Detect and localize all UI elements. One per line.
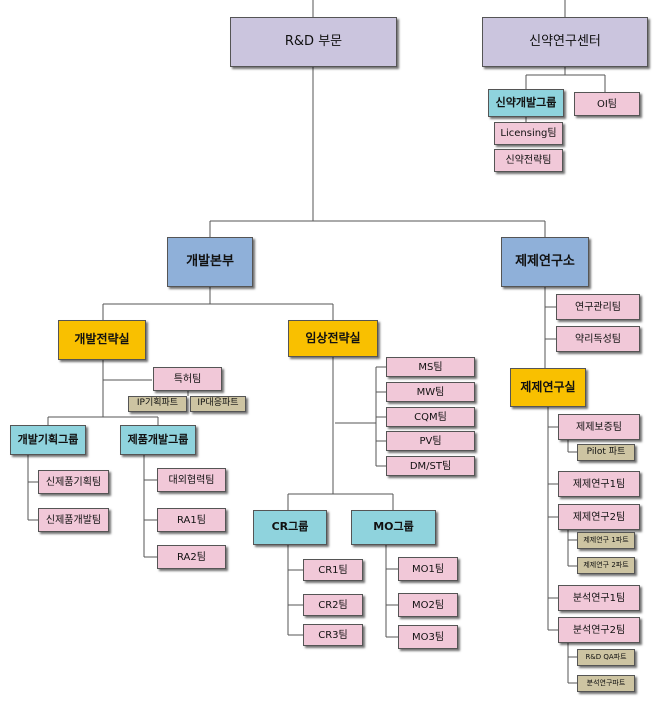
rnd-division-node: R&D 부문 [230,17,397,67]
new-product-dev-team-node: 신제품개발팀 [38,508,109,532]
pilot-part-node: Pilot 파트 [577,444,635,461]
analysis-research2-team-node: 분석연구2팀 [558,617,640,643]
mo-group-node: MO그룹 [351,510,436,545]
cqm-team-node: CQM팀 [386,407,475,427]
formulation-institute-node: 제제연구소 [501,237,589,287]
dev-planning-group-node: 개발기획그룹 [10,425,86,455]
rnd-qa-part-node: R&D QA파트 [577,649,635,666]
formulation-research2-team-node: 제제연구2팀 [558,504,640,530]
formulation-research-part1-node: 제제연구 1파트 [577,532,635,549]
dm-st-team-node: DM/ST팀 [386,456,475,476]
formulation-lab-node: 제제연구실 [510,368,586,407]
pharmacology-toxicology-team-node: 약리독성팀 [556,326,640,352]
ip-response-part-node: IP대응파트 [190,396,246,412]
new-product-planning-team-node: 신제품기획팀 [38,470,109,494]
mo2-team-node: MO2팀 [398,593,458,617]
cr3-team-node: CR3팀 [303,624,363,646]
drug-research-center-node: 신약연구센터 [482,17,648,67]
patent-team-node: 특허팀 [153,367,222,391]
mo3-team-node: MO3팀 [398,625,458,649]
drug-strategy-team-node: 신약전략팀 [494,149,563,172]
external-relations-team-node: 대외협력팀 [157,468,226,492]
cr1-team-node: CR1팀 [303,559,363,581]
mw-team-node: MW팀 [386,382,475,402]
ip-planning-part-node: IP기획파트 [128,396,187,412]
ra1-team-node: RA1팀 [157,508,226,532]
formulation-research-part2-node: 제제연구 2파트 [577,557,635,574]
ra2-team-node: RA2팀 [157,545,226,569]
dev-strategy-office-node: 개발전략실 [58,320,146,360]
pv-team-node: PV팀 [386,431,475,451]
formulation-assurance-team-node: 제제보증팀 [558,414,640,440]
research-mgmt-team-node: 연구관리팀 [556,294,640,320]
formulation-research1-team-node: 제제연구1팀 [558,471,640,497]
mo1-team-node: MO1팀 [398,557,458,581]
product-dev-group-node: 제품개발그룹 [120,425,196,455]
analysis-research1-team-node: 분석연구1팀 [558,585,640,611]
licensing-team-node: Licensing팀 [494,122,563,145]
cr2-team-node: CR2팀 [303,594,363,616]
analysis-research-part-node: 분석연구파트 [577,675,635,692]
ms-team-node: MS팀 [386,357,475,377]
drug-dev-group-node: 신약개발그룹 [488,89,564,117]
cr-group-node: CR그룹 [253,510,327,545]
dev-hq-node: 개발본부 [167,237,253,287]
oi-team-node: OI팀 [574,92,640,116]
clinical-strategy-office-node: 임상전략실 [288,320,378,357]
